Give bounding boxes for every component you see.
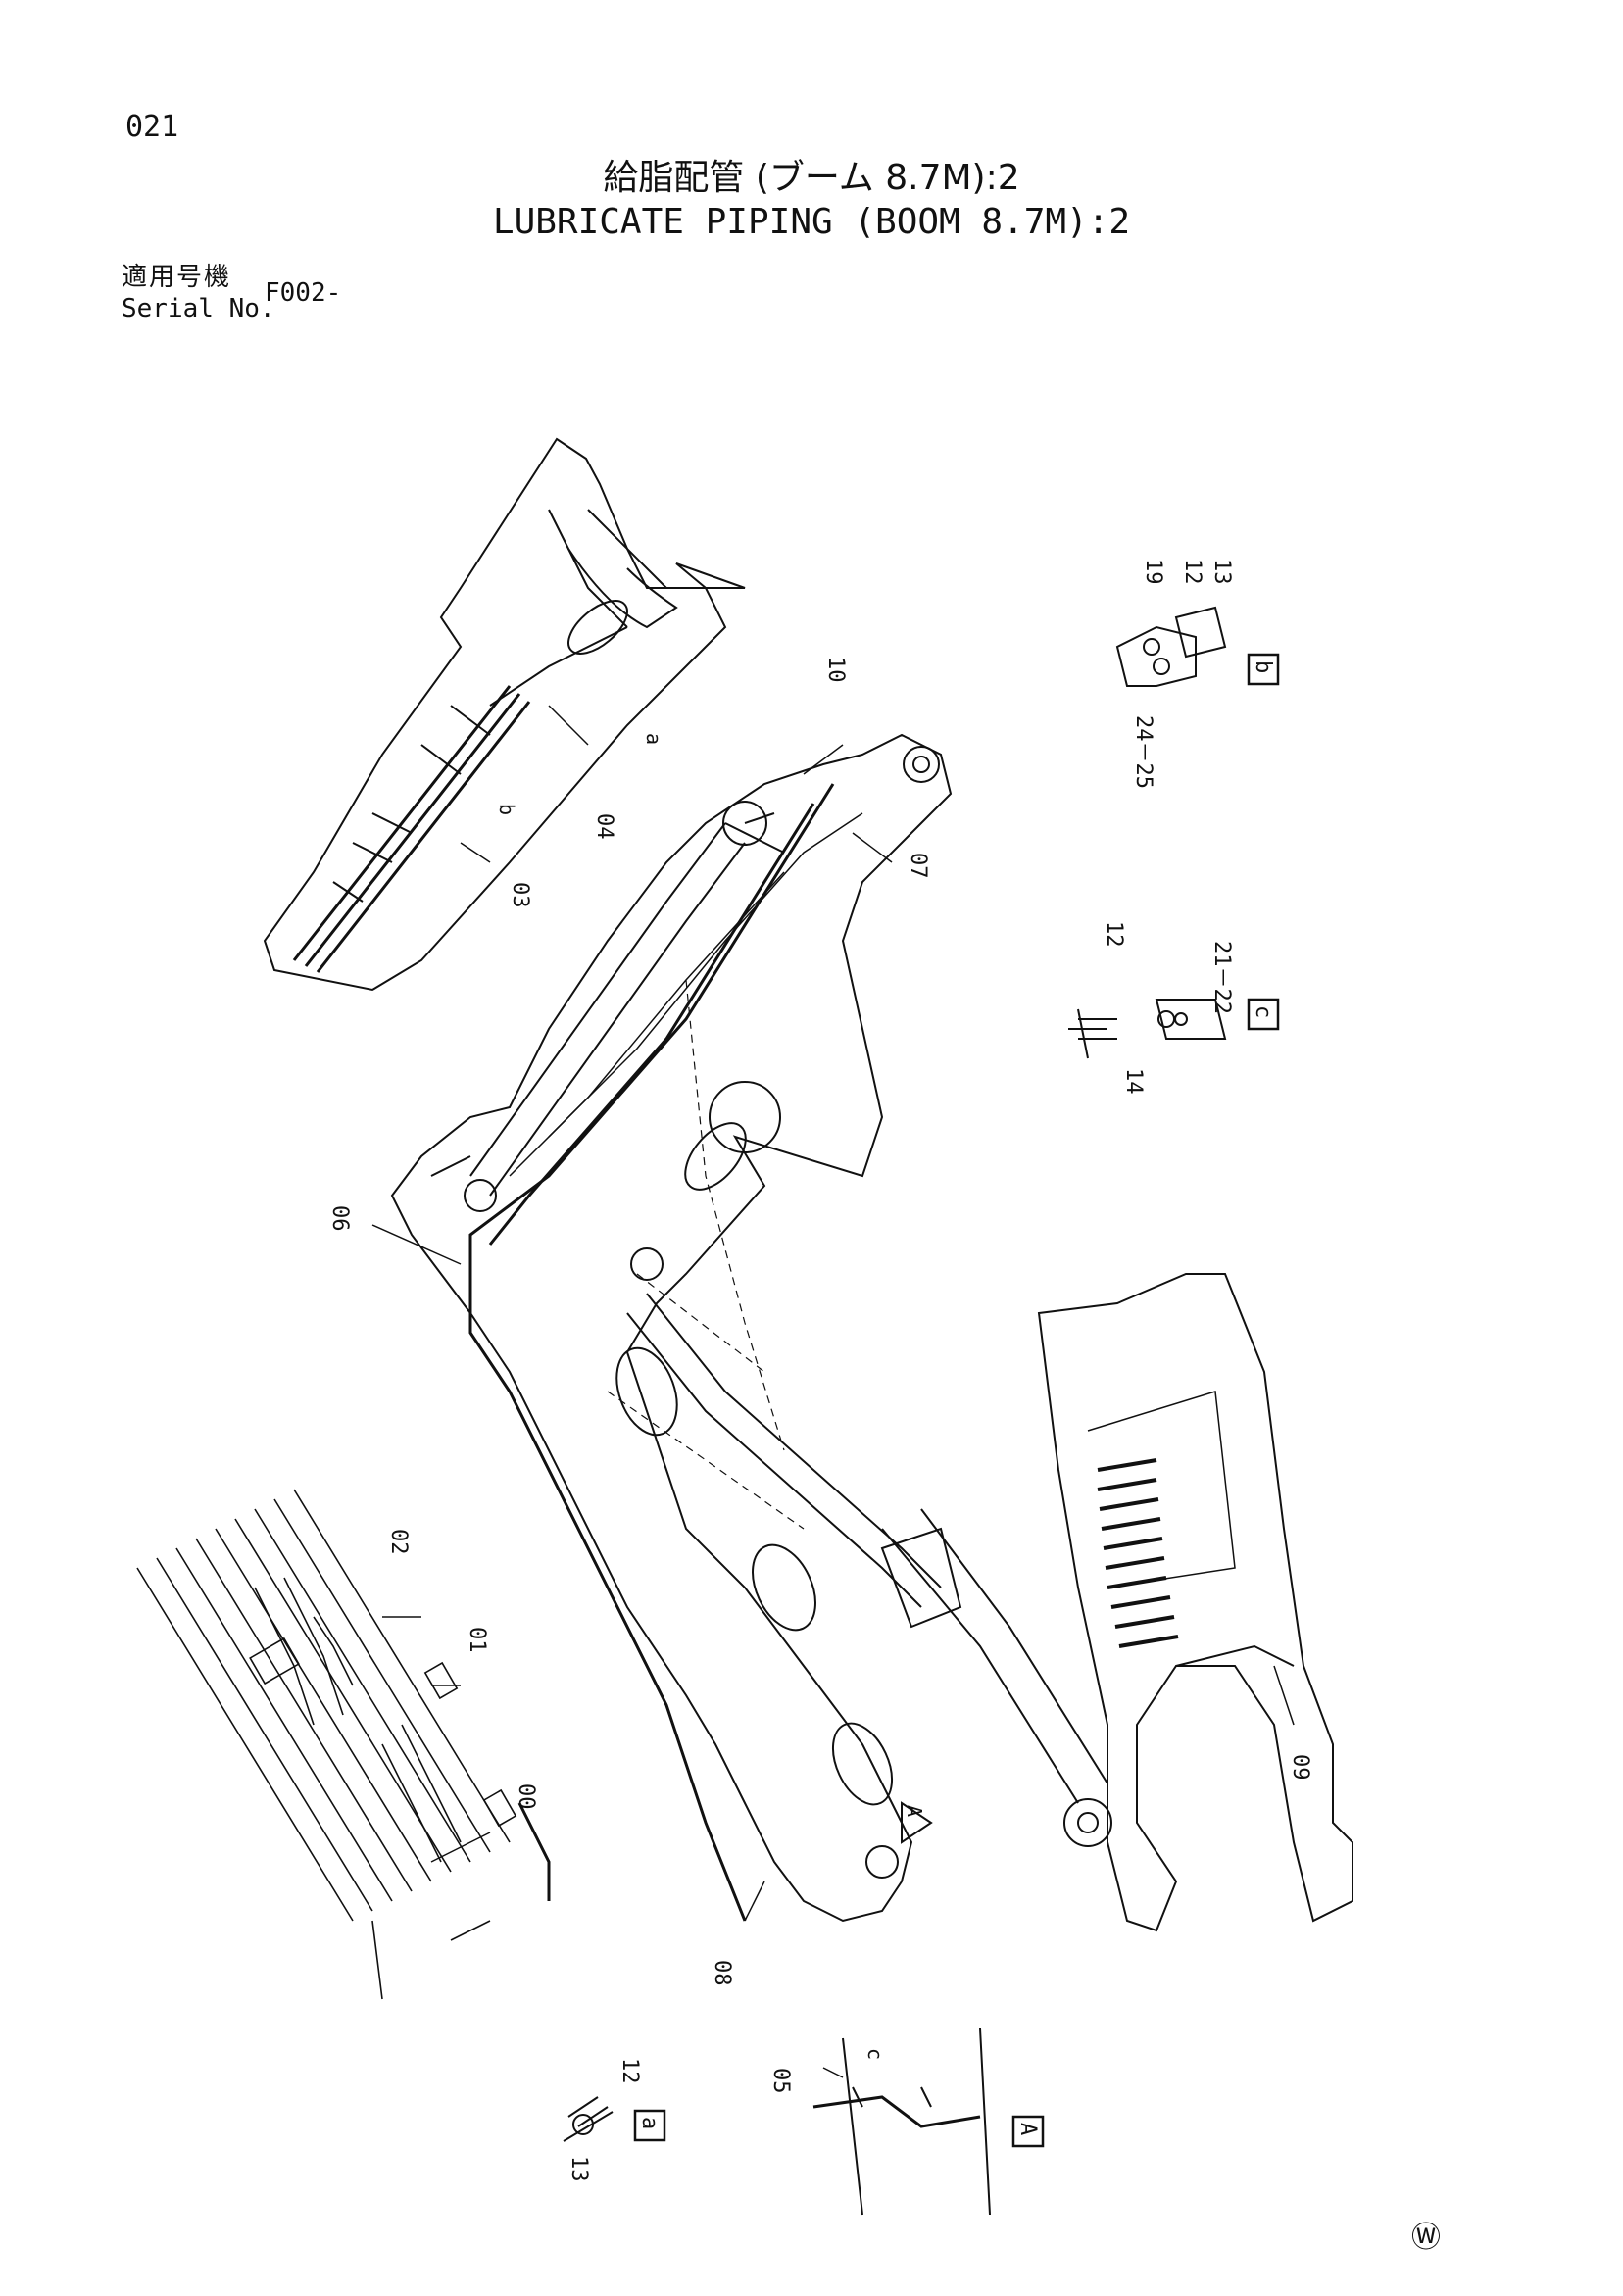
callout-12-c: 12 [1102, 921, 1126, 948]
detail-boom-tip [1037, 1273, 1353, 1932]
detail-letters: a b c A [495, 733, 926, 2060]
label-b-pipe: b [495, 804, 518, 815]
callout-03: 03 [508, 882, 532, 908]
serial-value: F002- [265, 278, 342, 308]
title-english: LUBRICATE PIPING (BOOM 8.7M):2 [492, 202, 1131, 242]
title-japanese: 給脂配管 (ブーム 8.7M):2 [603, 158, 1020, 198]
callout-09: 09 [1288, 1754, 1312, 1781]
callout-19: 19 [1141, 559, 1165, 585]
detail-manifold [136, 1489, 551, 2000]
callout-02: 02 [386, 1529, 411, 1555]
callout-24-25: 24－25 [1131, 715, 1156, 789]
callout-21-22: 21－22 [1209, 941, 1234, 1014]
callout-04: 04 [592, 813, 616, 840]
callout-13-b: 13 [1209, 559, 1234, 585]
callout-08: 08 [710, 1960, 734, 1986]
callout-numbers: 00 01 02 03 04 05 06 07 08 09 10 19 12 1… [327, 559, 1312, 2182]
callout-01: 01 [465, 1627, 489, 1653]
box-c-letter: c [1251, 1005, 1275, 1018]
detail-a [563, 2096, 666, 2142]
page-number: 021 [125, 110, 179, 144]
callout-10: 10 [823, 657, 848, 683]
callout-12-a: 12 [617, 2058, 642, 2084]
callout-12-b: 12 [1180, 559, 1205, 585]
label-A-marker: A [903, 1805, 926, 1817]
serial-label-english: Serial No. [122, 294, 275, 323]
box-a-letter: a [637, 2117, 662, 2129]
detail-b [1115, 606, 1280, 687]
label-c-pipe: c [863, 2048, 887, 2060]
detail-c [1068, 998, 1280, 1059]
callout-06: 06 [327, 1205, 352, 1232]
serial-label-japanese: 適用号機 [122, 263, 232, 292]
detail-boom-foot [263, 437, 746, 992]
detail-A [812, 2027, 1045, 2216]
boom-structure [390, 733, 953, 1923]
callout-leaders [371, 705, 1295, 2078]
maker-mark: Ⓦ [1411, 2221, 1441, 2255]
box-A-letter: A [1015, 2123, 1040, 2135]
callout-07: 07 [906, 853, 930, 879]
arm-cylinder [430, 801, 785, 1197]
grease-pipe-run [468, 783, 835, 1922]
callout-05: 05 [768, 2068, 793, 2094]
callout-00: 00 [514, 1783, 538, 1810]
boom-cylinder [626, 1293, 1112, 1847]
callout-14: 14 [1121, 1068, 1146, 1095]
callout-13-a: 13 [566, 2156, 591, 2182]
detail-box-letters: b c a A [637, 660, 1275, 2135]
box-b-letter: b [1251, 660, 1275, 673]
view-marker-A [901, 1801, 933, 1844]
label-a-pipe: a [642, 733, 665, 745]
